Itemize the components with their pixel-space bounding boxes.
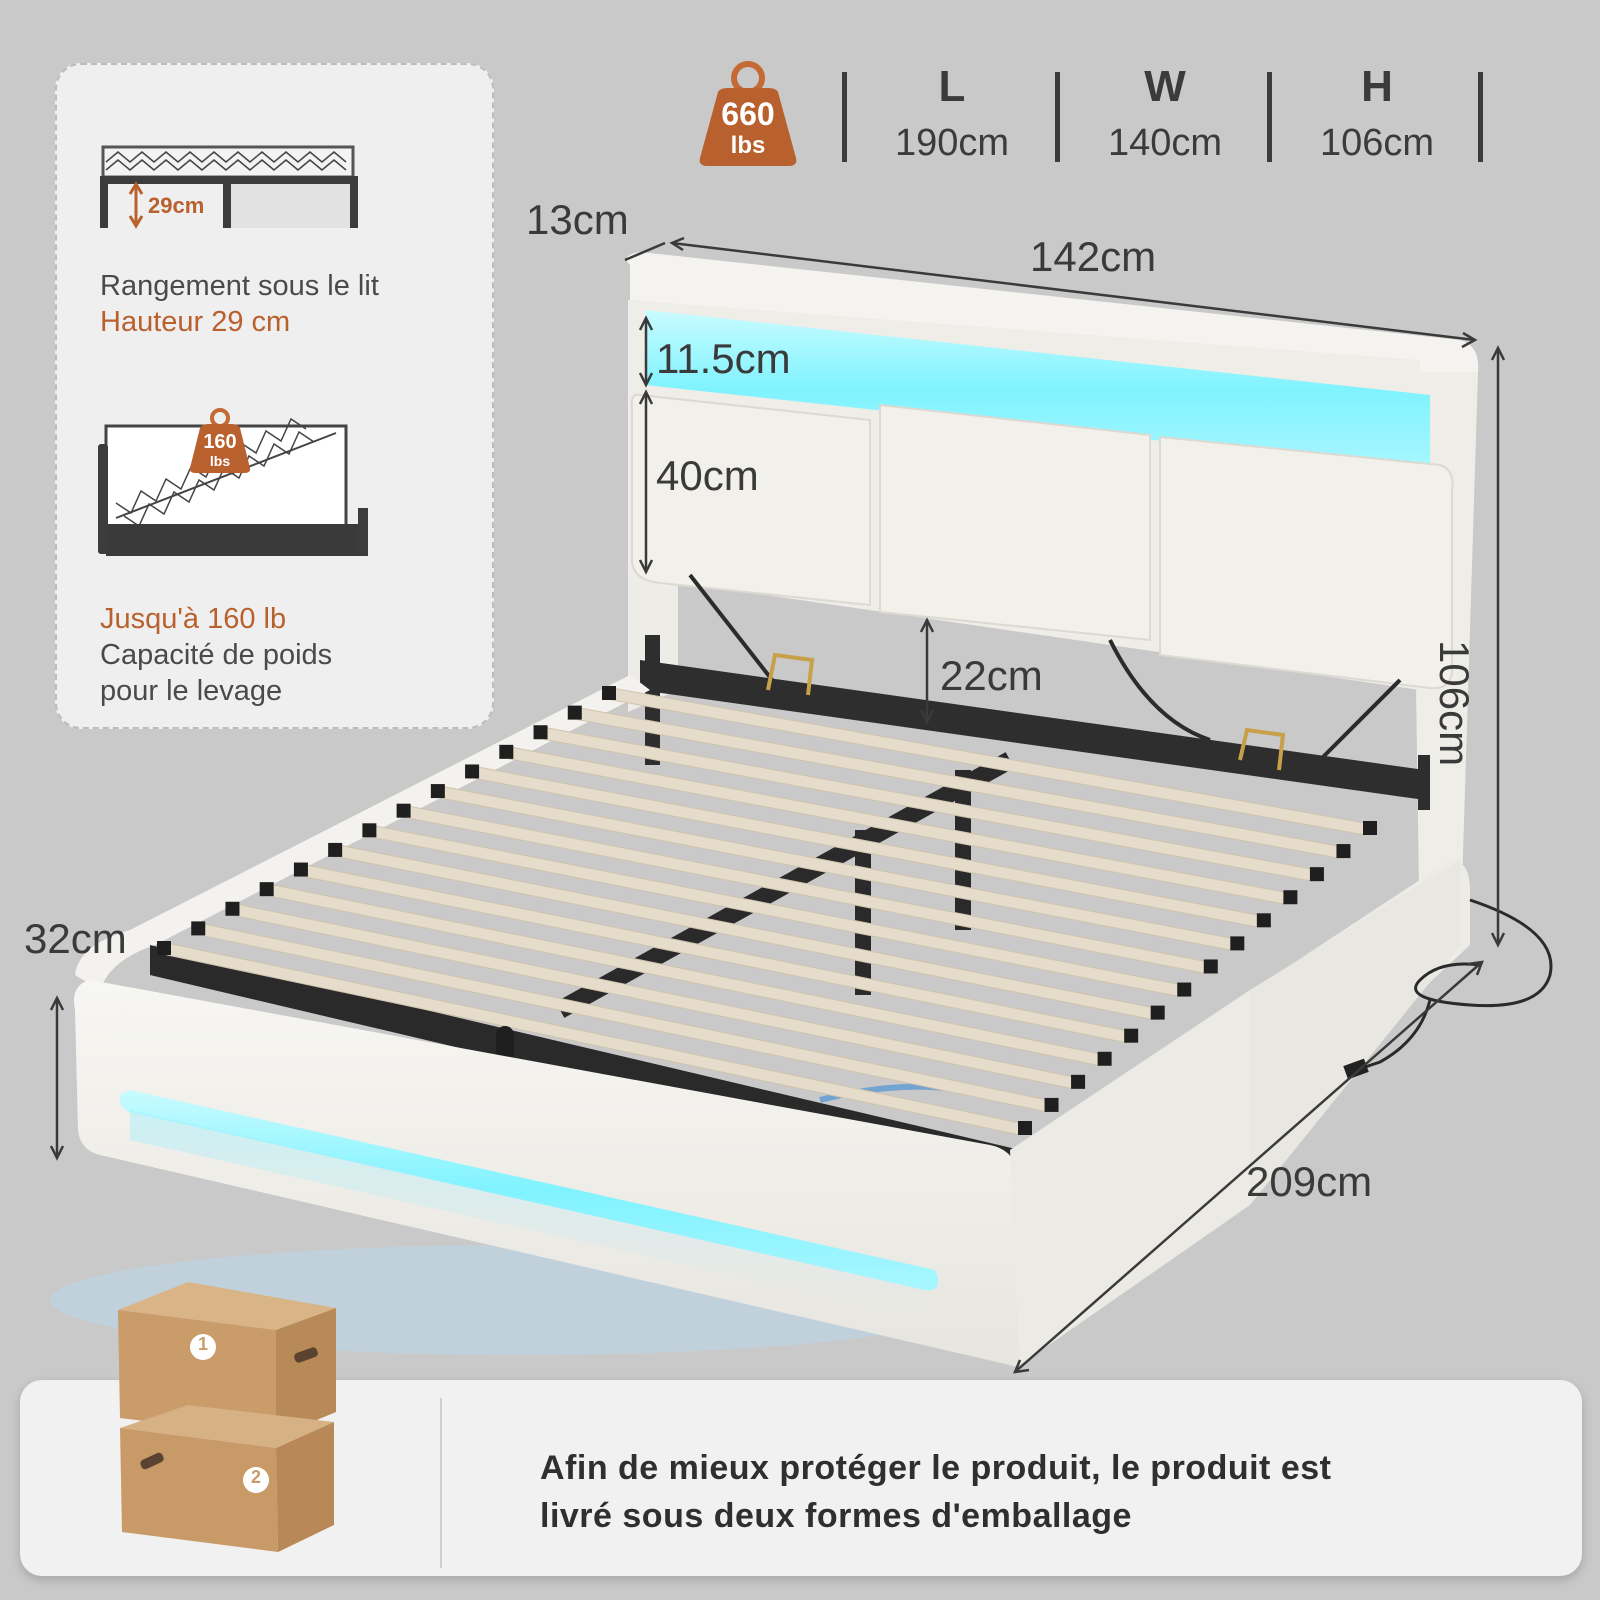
weight-unit: lbs (730, 132, 766, 159)
width-value: 140cm (1107, 122, 1223, 164)
dim-bed-width: 142cm (1030, 233, 1157, 280)
lift-weight-icon (189, 408, 251, 473)
slat-cap (328, 842, 343, 857)
lift-weight-value: 160 (203, 431, 237, 453)
slat-cap (1124, 1028, 1139, 1043)
slat-cap (1363, 821, 1377, 835)
headboard-cushion-1 (630, 393, 871, 607)
length-letter: L (938, 62, 966, 111)
lift-title: Jusqu'à 160 lb (100, 603, 287, 635)
slat-cap (465, 764, 480, 779)
spec-divider-3 (1267, 72, 1272, 162)
dim-bed-length: 209cm (1246, 1158, 1373, 1205)
storage-subtitle: Hauteur 29 cm (100, 306, 291, 338)
banner-divider (440, 1398, 442, 1568)
dim-headboard-depth: 13cm (526, 196, 629, 243)
headboard-cushion-2 (879, 403, 1151, 642)
slat-cap (225, 901, 240, 916)
box-2-number: 2 (250, 1467, 261, 1487)
slat-cap (1044, 1097, 1059, 1112)
dim-headboard-gap: 22cm (940, 652, 1043, 699)
slat-cap (293, 862, 308, 877)
headboard-shelf (626, 252, 1479, 372)
weight-value: 660 (721, 96, 775, 132)
slat-cap (533, 725, 548, 740)
dim-light-strip: 11.5cm (656, 335, 791, 382)
weight-icon (699, 61, 797, 166)
packaging-message: Afin de mieux protéger le produit, le pr… (540, 1444, 1500, 1540)
dim-headboard-panel: 40cm (656, 452, 759, 499)
slat-cap (567, 705, 582, 720)
height-letter: H (1361, 62, 1393, 111)
slat-cap (1230, 936, 1245, 951)
slat-cap (1336, 844, 1351, 859)
frame-back-rail (640, 660, 1425, 800)
headboard-cushion-3 (1159, 435, 1454, 690)
spec-divider-1 (842, 72, 847, 162)
slat-cap (602, 686, 616, 700)
weight-badge: 660 lbs (698, 60, 798, 168)
box-1-number: 1 (197, 1334, 208, 1354)
dimension-lines (49, 236, 1506, 1374)
slat-cap (1071, 1074, 1086, 1089)
headboard-led-strip (645, 310, 1430, 470)
slat-cap (1256, 913, 1271, 928)
bed-slats (157, 686, 1377, 1136)
packaging-message-line-2: livré sous deux formes d'emballage (540, 1497, 1132, 1535)
footboard-end-cap (1010, 990, 1250, 1365)
lift-line-1: Capacité de poids (100, 639, 333, 671)
spec-divider-4 (1478, 72, 1483, 162)
slat-cap (1309, 867, 1324, 882)
slat-cap (1283, 890, 1298, 905)
slat-cap (259, 882, 274, 897)
lift-weight-unit: lbs (209, 453, 231, 469)
cardboard-boxes-icon (118, 1282, 336, 1552)
dim-total-height: 106cm (1431, 640, 1478, 767)
slat-cap (1097, 1051, 1112, 1066)
footboard-led-strip (119, 1090, 939, 1291)
storage-title: Rangement sous le lit (100, 270, 379, 302)
dim-side-height: 32cm (24, 915, 127, 962)
lift-line-2: pour le levage (100, 675, 283, 707)
slat-cap (157, 941, 171, 955)
storage-height-tag: 29cm (148, 193, 205, 218)
length-value: 190cm (894, 122, 1010, 164)
slat-cap (396, 803, 411, 818)
slat-cap (191, 921, 206, 936)
slat-cap (1177, 982, 1192, 997)
packaging-message-line-1: Afin de mieux protéger le produit, le pr… (540, 1449, 1332, 1487)
slat-cap (499, 744, 514, 759)
slat-cap (1150, 1005, 1165, 1020)
slat-cap (430, 784, 445, 799)
slat-cap (1018, 1121, 1032, 1135)
spec-divider-2 (1055, 72, 1060, 162)
slat-cap (1203, 959, 1218, 974)
width-letter: W (1144, 62, 1186, 111)
height-value: 106cm (1319, 122, 1435, 164)
slat-cap (362, 823, 377, 838)
storage-diagram-icon (100, 145, 358, 229)
